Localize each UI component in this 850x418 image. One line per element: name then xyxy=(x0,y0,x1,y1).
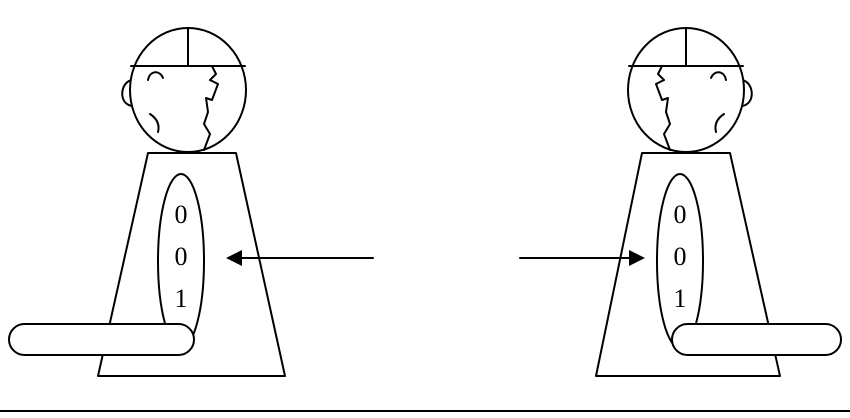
left-bit-3: 1 xyxy=(175,284,188,313)
left-register-bits: 0 0 1 xyxy=(175,200,188,313)
right-head xyxy=(628,28,752,152)
left-bit-2: 0 xyxy=(175,242,188,271)
left-bit-1: 0 xyxy=(175,200,188,229)
right-bit-1: 0 xyxy=(674,200,687,229)
right-figure: 0 0 1 xyxy=(596,28,841,376)
right-arm xyxy=(672,324,841,355)
right-bit-2: 0 xyxy=(674,242,687,271)
right-register-bits: 0 0 1 xyxy=(674,200,687,313)
left-head xyxy=(122,28,246,152)
left-arm xyxy=(9,324,194,355)
left-figure: 0 0 1 xyxy=(9,28,285,376)
right-bit-3: 1 xyxy=(674,284,687,313)
